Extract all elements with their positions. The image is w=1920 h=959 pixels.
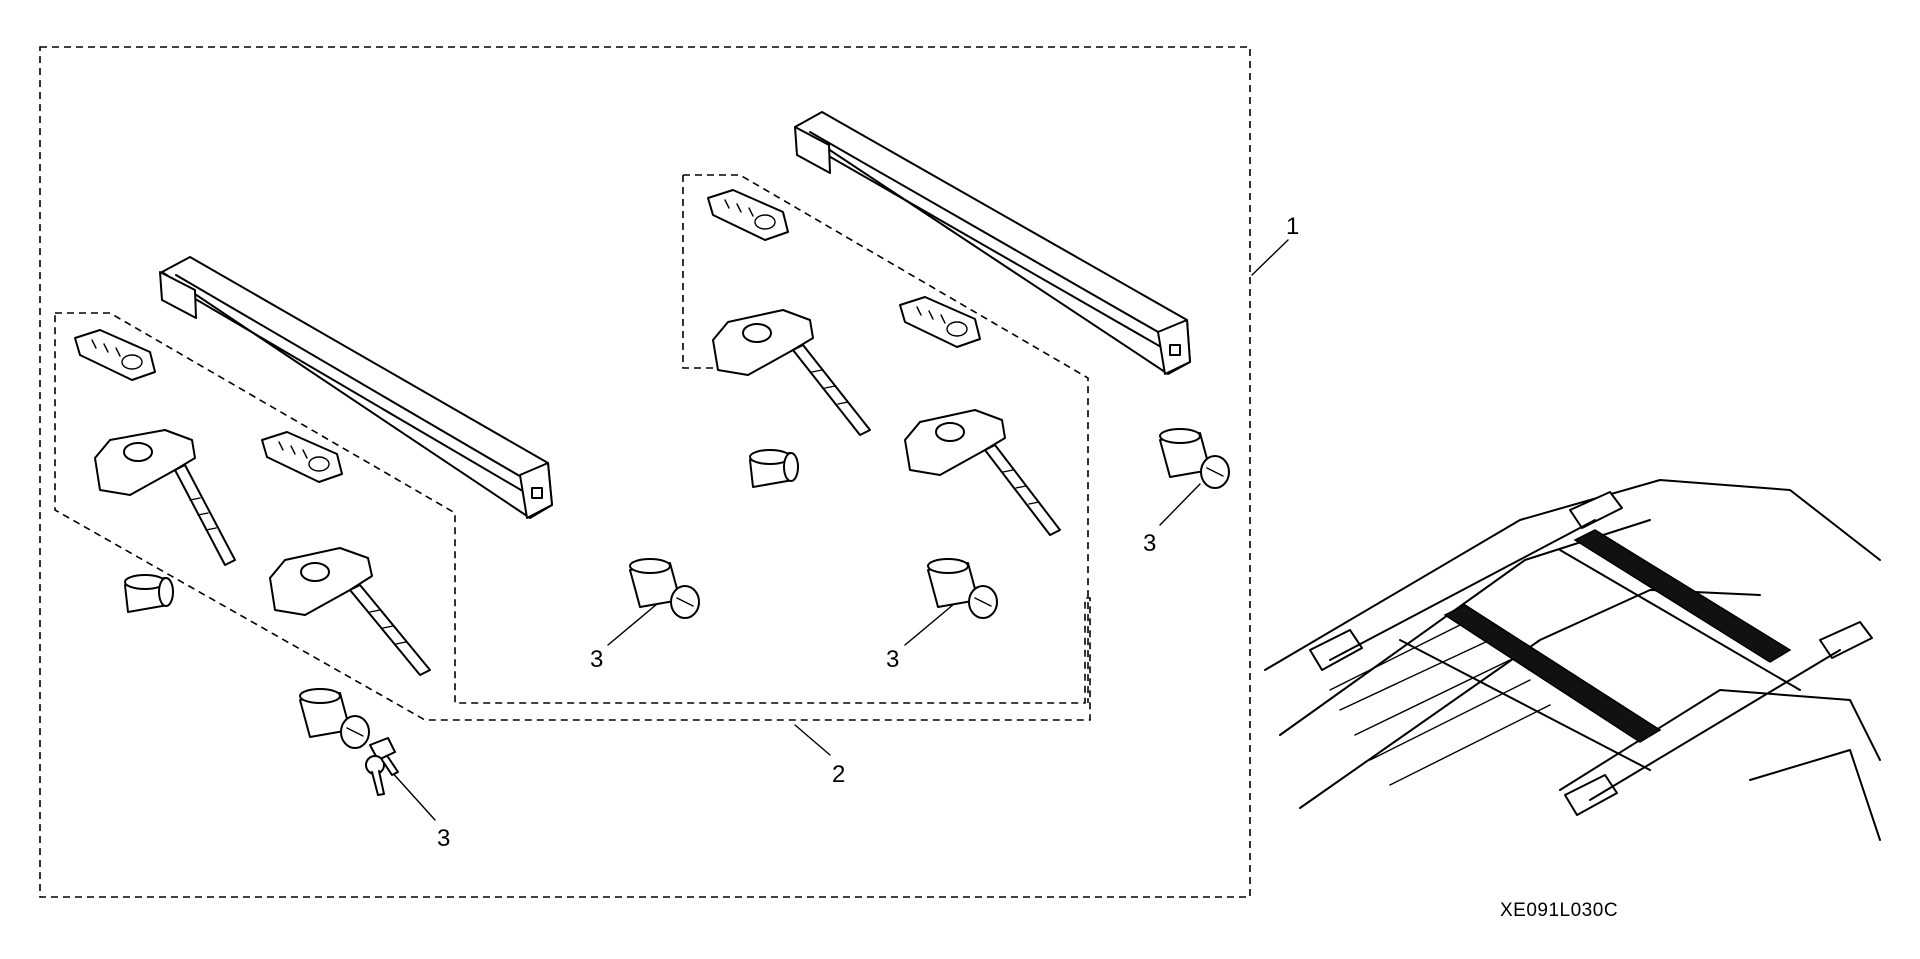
callout-3-lock-center-left: 3: [590, 646, 604, 673]
leader-1: [1251, 239, 1289, 276]
leader-3d: [1159, 483, 1201, 526]
pad-clamp-left-1: [74, 329, 156, 381]
callout-3-key-lock: 3: [437, 825, 451, 852]
right-carrier-bar: [794, 111, 1191, 375]
vehicle-roof-illustration: [1264, 479, 1881, 841]
group-boundary-2-right: [682, 174, 1089, 703]
mount-bracket-right-2: [904, 409, 1061, 536]
pad-clamp-right-2: [899, 296, 981, 348]
kit-boundary-1: [39, 46, 1251, 898]
pad-clamp-left-2: [261, 431, 343, 483]
callout-1: 1: [1286, 213, 1300, 240]
mount-bracket-left-2: [269, 547, 431, 676]
lock-cylinder-3: [927, 558, 998, 619]
leader-2: [794, 724, 831, 756]
lock-cylinder-4: [1159, 428, 1230, 489]
end-cap-left: [124, 574, 174, 613]
figure-code: XE091L030C: [1500, 900, 1619, 921]
callout-3-lock-right: 3: [1143, 530, 1157, 557]
leader-3b: [607, 603, 658, 646]
leader-3c: [904, 603, 955, 646]
mount-bracket-right-1: [712, 309, 871, 436]
key-set: [365, 737, 399, 796]
lock-cylinder-2: [629, 558, 700, 619]
mount-bracket-left-1: [94, 429, 236, 566]
left-carrier-bar: [159, 256, 553, 519]
pad-clamp-right-1: [707, 189, 789, 241]
leader-3a: [389, 769, 436, 821]
end-cap-right: [749, 449, 799, 488]
lock-cylinder-1: [299, 688, 370, 749]
callout-2: 2: [832, 761, 846, 788]
callout-3-lock-center-right: 3: [886, 646, 900, 673]
